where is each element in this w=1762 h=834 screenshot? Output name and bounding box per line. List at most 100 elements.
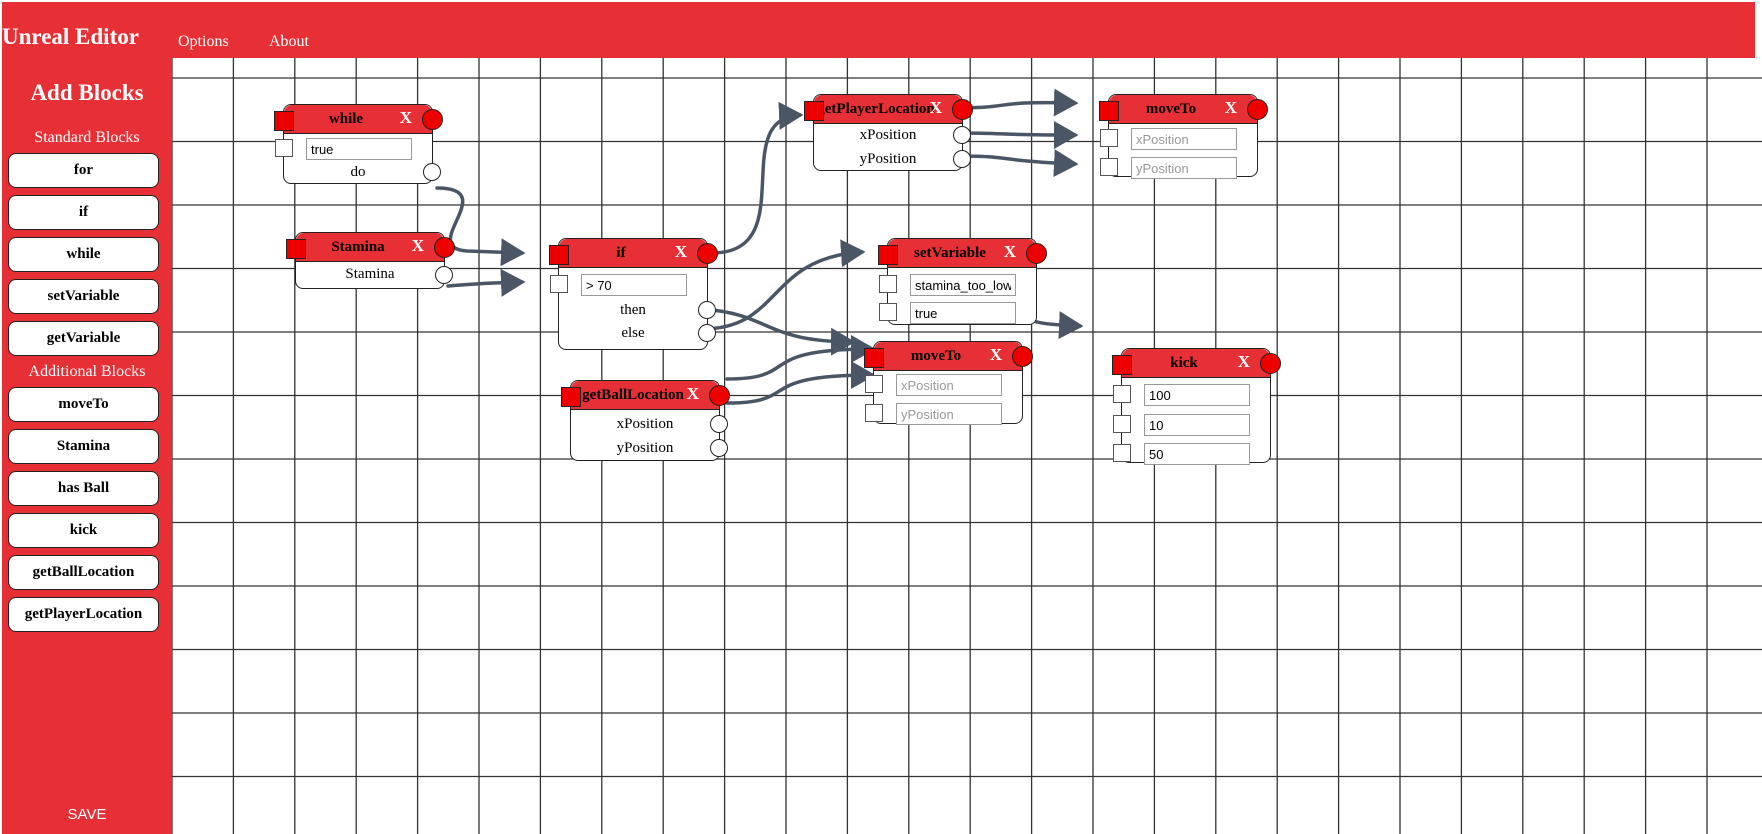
kick-param-2-input[interactable] (1144, 414, 1250, 436)
y-input-port[interactable] (865, 404, 883, 422)
move-to-y-input[interactable] (1131, 157, 1237, 179)
set-variable-block[interactable]: setVariable X (878, 238, 1047, 325)
variable-name-input[interactable] (910, 274, 1016, 296)
flow-output-dot[interactable] (709, 385, 730, 406)
then-label: then (620, 302, 646, 318)
set-variable-block-title: setVariable (914, 245, 986, 261)
add-getvariable-block-button[interactable]: getVariable (8, 321, 159, 356)
while-block[interactable]: while X do (274, 104, 443, 184)
block-canvas[interactable]: while X do Stamina X Stamina if X then e… (172, 58, 1762, 834)
close-icon[interactable]: X (989, 345, 1002, 364)
add-for-block-button[interactable]: for (8, 153, 159, 188)
drag-handle[interactable] (864, 348, 884, 368)
get-player-location-block-header[interactable]: getPlayerLocation X (814, 95, 962, 124)
menu-about[interactable]: About (269, 33, 309, 50)
drag-handle[interactable] (274, 111, 294, 131)
kick-param-1-input[interactable] (1144, 384, 1250, 406)
y-input-port[interactable] (1100, 158, 1118, 176)
close-icon[interactable]: X (1237, 352, 1250, 371)
drag-handle[interactable] (1099, 101, 1119, 121)
x-input-port[interactable] (1100, 129, 1118, 147)
menu-options[interactable]: Options (178, 33, 229, 50)
do-output-port[interactable] (423, 163, 441, 181)
do-label: do (350, 164, 366, 180)
move-to-block-header[interactable]: moveTo X (1109, 95, 1257, 124)
save-button[interactable]: SAVE (67, 806, 107, 823)
move-to-block-title: moveTo (1145, 101, 1197, 117)
drag-handle[interactable] (561, 387, 581, 407)
add-getballlocation-block-button[interactable]: getBallLocation (8, 555, 159, 590)
move-to-block-title: moveTo (910, 348, 962, 364)
drag-handle[interactable] (804, 101, 824, 121)
while-condition-input[interactable] (306, 138, 412, 160)
move-to-x-input[interactable] (1131, 128, 1237, 150)
flow-output-dot[interactable] (1012, 346, 1033, 367)
player-x-output-port[interactable] (953, 126, 971, 144)
drag-handle[interactable] (549, 245, 569, 265)
set-variable-block-header[interactable]: setVariable X (888, 239, 1036, 268)
flow-output-dot[interactable] (1247, 99, 1268, 120)
kick-block[interactable]: kick X (1112, 348, 1281, 465)
add-hasball-block-button[interactable]: has Ball (8, 471, 159, 506)
else-label: else (621, 325, 645, 341)
stamina-output-port[interactable] (435, 266, 453, 284)
stamina-output-label: Stamina (345, 266, 395, 282)
if-block[interactable]: if X then else (549, 238, 718, 350)
flow-output-dot[interactable] (952, 99, 973, 120)
close-icon[interactable]: X (399, 108, 412, 127)
add-stamina-block-button[interactable]: Stamina (8, 429, 159, 464)
get-ball-location-block[interactable]: getBallLocation X xPosition yPosition (561, 380, 730, 461)
ball-y-output-port[interactable] (710, 439, 728, 457)
add-moveto-block-button[interactable]: moveTo (8, 387, 159, 422)
variable-value-input[interactable] (910, 302, 1016, 324)
while-block-header[interactable]: while X (284, 105, 432, 134)
get-ball-location-block-header[interactable]: getBallLocation X (571, 381, 719, 410)
add-setvariable-block-button[interactable]: setVariable (8, 279, 159, 314)
stamina-block[interactable]: Stamina X Stamina (286, 232, 455, 289)
kick-param-1-port[interactable] (1113, 385, 1131, 403)
close-icon[interactable]: X (1224, 98, 1237, 117)
move-to-x-input[interactable] (896, 374, 1002, 396)
drag-handle[interactable] (878, 245, 898, 265)
get-player-location-block[interactable]: getPlayerLocation X xPosition yPosition (804, 94, 973, 171)
variable-name-input-port[interactable] (879, 275, 897, 293)
kick-param-3-port[interactable] (1113, 444, 1131, 462)
close-icon[interactable]: X (674, 242, 687, 261)
add-while-block-button[interactable]: while (8, 237, 159, 272)
drag-handle[interactable] (1112, 355, 1132, 375)
stamina-block-header[interactable]: Stamina X (296, 233, 444, 262)
flow-output-dot[interactable] (1026, 243, 1047, 264)
kick-block-header[interactable]: kick X (1122, 349, 1270, 378)
kick-param-2-port[interactable] (1113, 415, 1131, 433)
move-to-block-mid[interactable]: moveTo X (864, 341, 1033, 425)
close-icon[interactable]: X (686, 384, 699, 403)
condition-input-port[interactable] (550, 275, 568, 293)
x-input-port[interactable] (865, 375, 883, 393)
if-condition-input[interactable] (581, 274, 687, 296)
close-icon[interactable]: X (1003, 242, 1016, 261)
drag-handle[interactable] (286, 239, 306, 259)
add-if-block-button[interactable]: if (8, 195, 159, 230)
else-output-port[interactable] (698, 324, 716, 342)
kick-param-3-input[interactable] (1144, 443, 1250, 465)
variable-value-input-port[interactable] (879, 303, 897, 321)
ball-y-position-label: yPosition (616, 440, 674, 456)
flow-output-dot[interactable] (422, 109, 443, 130)
ball-x-output-port[interactable] (710, 415, 728, 433)
add-kick-block-button[interactable]: kick (8, 513, 159, 548)
flow-output-dot[interactable] (697, 243, 718, 264)
move-to-block-top[interactable]: moveTo X (1099, 94, 1268, 179)
if-block-header[interactable]: if X (559, 239, 707, 268)
flow-output-dot[interactable] (434, 237, 455, 258)
move-to-block-header[interactable]: moveTo X (874, 342, 1022, 371)
close-icon[interactable]: X (929, 98, 942, 117)
flow-output-dot[interactable] (1260, 353, 1281, 374)
close-icon[interactable]: X (411, 236, 424, 255)
then-output-port[interactable] (698, 301, 716, 319)
move-to-y-input[interactable] (896, 403, 1002, 425)
condition-input-port[interactable] (275, 139, 293, 157)
additional-blocks-heading: Additional Blocks (28, 363, 146, 380)
app-title: Unreal Editor (2, 24, 139, 49)
add-getplayerlocation-block-button[interactable]: getPlayerLocation (8, 597, 159, 632)
player-y-output-port[interactable] (953, 150, 971, 168)
